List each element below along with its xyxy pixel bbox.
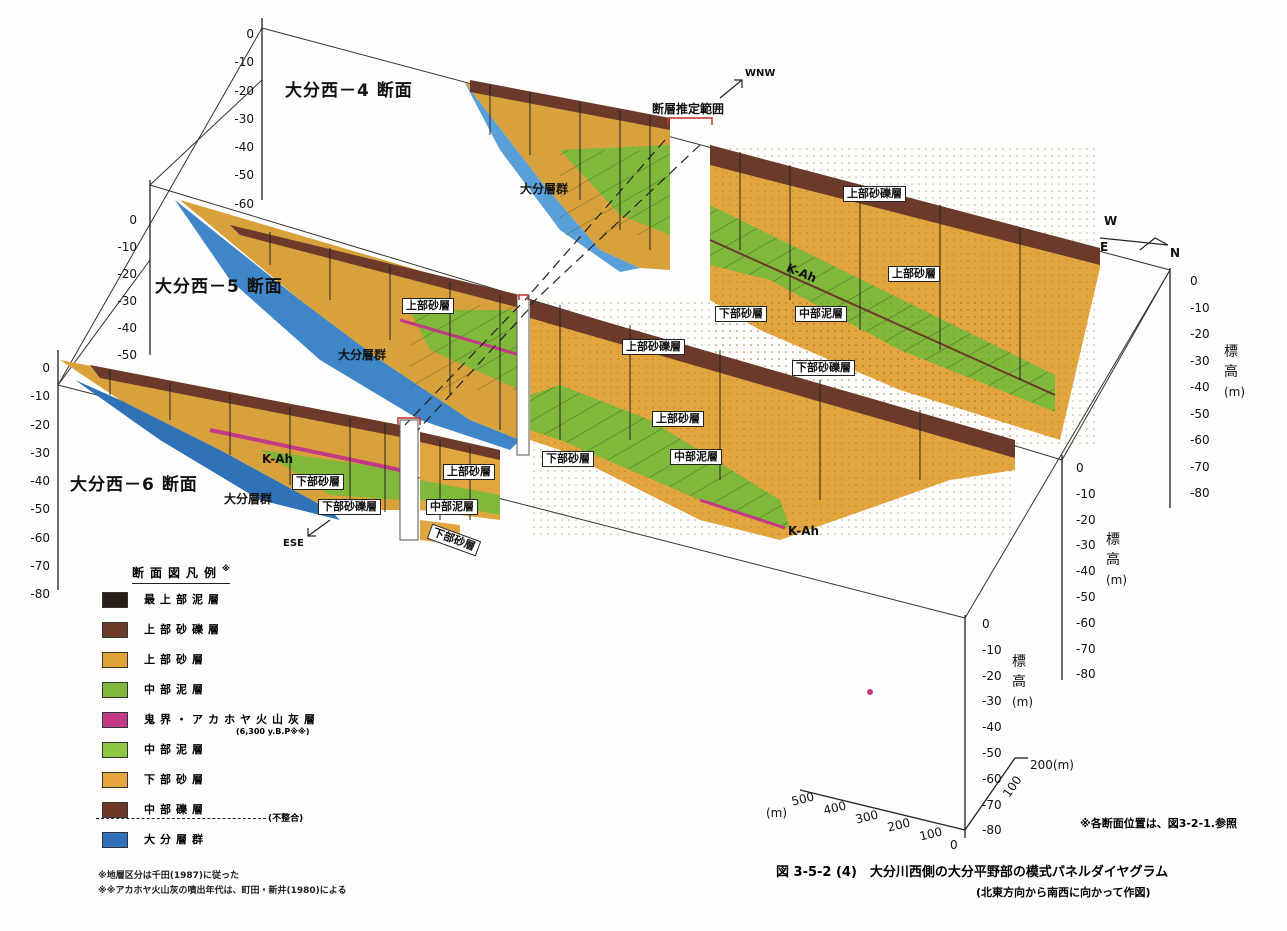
legend-swatch xyxy=(102,712,128,728)
legend-item: 最上部泥層 xyxy=(96,584,326,614)
section-5-title: 大分西－5 断面 xyxy=(155,277,283,297)
label-middle-mud-5: 中部泥層 xyxy=(670,449,722,465)
legend-item: 中部泥層 xyxy=(96,674,326,704)
note-1: ※地層区分は千田(1987)に従った xyxy=(98,871,240,881)
direction-e: E xyxy=(1100,240,1109,254)
legend-swatch xyxy=(102,682,128,698)
label-upper-sand-5a: 上部砂層 xyxy=(402,298,454,314)
label-lower-sand-4: 下部砂層 xyxy=(715,306,767,322)
label-middle-mud-4: 中部泥層 xyxy=(795,306,847,322)
legend-label: 大分層群 xyxy=(144,833,208,846)
depth-ticks-right2: 0-10-20-30-40-50-60-70-80 xyxy=(1076,461,1096,682)
section-4-title: 大分西－4 断面 xyxy=(285,81,413,101)
label-lower-sand-6a: 下部砂層 xyxy=(292,474,344,490)
direction-ese: ESE xyxy=(283,538,304,549)
label-upper-sand-4: 上部砂層 xyxy=(888,266,940,282)
legend-title: 断面図凡例※ xyxy=(132,564,230,584)
direction-arrows xyxy=(307,79,1169,537)
reference-note: ※各断面位置は、図3-2-1.参照 xyxy=(1080,817,1237,830)
direction-n: N xyxy=(1170,246,1181,260)
legend-swatch xyxy=(102,592,128,608)
label-upper-gravel-4: 上部砂礫層 xyxy=(843,186,906,202)
legend-unconformity-label: (不整合) xyxy=(268,814,304,824)
depth-ticks-right3: 0-10-20-30-40-50-60-70-80 xyxy=(982,617,1002,838)
legend-item: 上部砂礫層 xyxy=(96,614,326,644)
legend-items: 最上部泥層上部砂礫層上部砂層中部泥層鬼界・アカホヤ火山灰層(6,300 y.B.… xyxy=(96,584,326,854)
legend-label: 最上部泥層 xyxy=(144,593,224,606)
legend-kah-age: (6,300 y.B.P※※) xyxy=(236,727,310,736)
note-2: ※※アカホヤ火山灰の噴出年代は、町田・新井(1980)による xyxy=(98,886,347,896)
label-kah-6: K-Ah xyxy=(262,452,294,466)
figure-caption: 図 3-5-2 (4) 大分川西側の大分平野部の模式パネルダイヤグラム xyxy=(776,865,1169,880)
scale-h-unit: (m) xyxy=(766,806,788,820)
label-oita-group-5: 大分層群 xyxy=(338,348,387,362)
section-6-title: 大分西－6 断面 xyxy=(70,475,198,495)
legend-swatch xyxy=(102,772,128,788)
legend-label: 中部泥層 xyxy=(144,743,208,756)
label-lower-sand-5: 下部砂層 xyxy=(542,451,594,467)
fault-markers xyxy=(397,117,713,425)
legend-swatch xyxy=(102,622,128,638)
legend-label: 中部泥層 xyxy=(144,683,208,696)
legend-swatch xyxy=(102,742,128,758)
legend-item: 下部砂層 xyxy=(96,764,326,794)
legend-label: 上部砂層 xyxy=(144,653,208,666)
scale-d-tick-200: 200(m) xyxy=(1030,758,1074,772)
figure-subcaption: (北東方向から南西に向かって作図) xyxy=(976,886,1151,899)
legend-item: 上部砂層 xyxy=(96,644,326,674)
legend-swatch xyxy=(102,652,128,668)
label-upper-sand-6: 上部砂層 xyxy=(443,464,495,480)
fault-lines xyxy=(404,139,701,431)
depth-ticks-s5: 0-10-20-30-40-50 xyxy=(117,213,137,362)
legend-label: 鬼界・アカホヤ火山灰層 xyxy=(144,713,320,726)
label-oita-group-6: 大分層群 xyxy=(224,492,273,506)
legend-item: 鬼界・アカホヤ火山灰層(6,300 y.B.P※※) xyxy=(96,704,326,736)
direction-wnw: WNW xyxy=(745,68,776,79)
legend-swatch xyxy=(102,802,128,818)
label-oita-group-4: 大分層群 xyxy=(520,182,569,196)
elev-label-right2: 標高(m) xyxy=(1106,532,1128,587)
label-lower-gravel-6: 下部砂礫層 xyxy=(318,499,381,515)
legend-swatch xyxy=(102,832,128,848)
legend: 断面図凡例※ 最上部泥層上部砂礫層上部砂層中部泥層鬼界・アカホヤ火山灰層(6,3… xyxy=(96,562,326,854)
label-upper-sand-5b: 上部砂層 xyxy=(652,411,704,427)
depth-axes xyxy=(57,18,1171,838)
depth-ticks-right1: 0-10-20-30-40-50-60-70-80 xyxy=(1190,274,1210,500)
label-upper-gravel-5: 上部砂礫層 xyxy=(622,339,685,355)
legend-item: 中部礫層 xyxy=(96,794,326,824)
legend-item: 中部泥層 xyxy=(96,734,326,764)
elev-label-right3: 標高(m) xyxy=(1012,654,1034,709)
label-lower-gravel-4: 下部砂礫層 xyxy=(792,360,855,376)
label-fault-zone: 断層推定範囲 xyxy=(652,102,725,116)
legend-label: 上部砂礫層 xyxy=(144,623,224,636)
label-middle-mud-6: 中部泥層 xyxy=(426,499,478,515)
legend-label: 中部礫層 xyxy=(144,803,208,816)
direction-w: W xyxy=(1104,214,1118,228)
pink-dot xyxy=(867,689,873,695)
elev-label-right1: 標高(m) xyxy=(1224,344,1246,399)
legend-unconformity-line xyxy=(96,818,266,819)
depth-ticks-s4: 0-10-20-30-40-50-60 xyxy=(234,27,254,211)
legend-label: 下部砂層 xyxy=(144,773,208,786)
scale-bars xyxy=(799,757,1028,831)
depth-ticks-s6: 0-10-20-30-40-50-60-70-80 xyxy=(30,361,50,602)
legend-item: 大分層群 (不整合) xyxy=(96,814,326,854)
scale-h-tick-0: 0 xyxy=(950,838,958,852)
label-kah-5: K-Ah xyxy=(788,524,820,538)
